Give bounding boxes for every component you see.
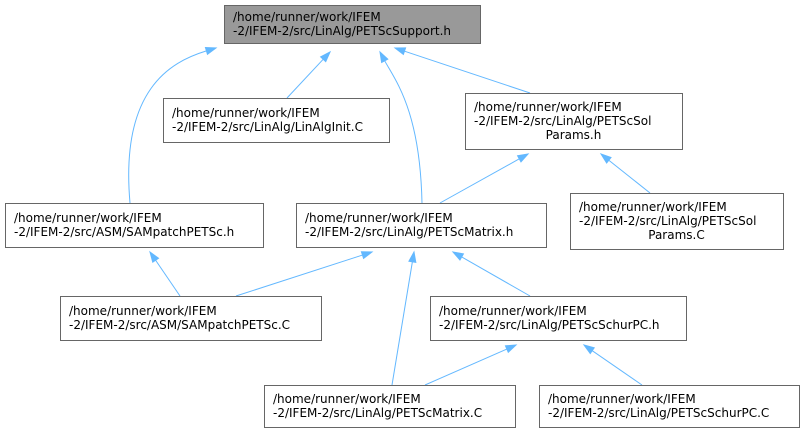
node-box[interactable] <box>570 193 784 250</box>
node-label-line: /home/runner/work/IFEM <box>474 100 622 114</box>
node-label-line: Params.h <box>546 128 602 142</box>
node-petscschurpc_c[interactable]: /home/runner/work/IFEM-2/IFEM-2/src/LinA… <box>539 385 800 428</box>
node-sampatchpetsc_h[interactable]: /home/runner/work/IFEM-2/IFEM-2/src/ASM/… <box>5 203 264 248</box>
node-box[interactable] <box>264 385 516 428</box>
arrowhead-icon <box>516 153 530 163</box>
node-label-line: /home/runner/work/IFEM <box>305 211 453 225</box>
edge-sampatchpetsc_h-to-petsc_support_h <box>128 47 218 204</box>
node-label-line: /home/runner/work/IFEM <box>14 211 162 225</box>
edge-petscmatrix_c-to-petscmatrix_h <box>391 250 417 386</box>
arrowhead-icon <box>393 47 407 56</box>
node-label-line: /home/runner/work/IFEM <box>579 200 727 214</box>
arrowhead-icon <box>360 251 374 260</box>
edge-petscmatrix_h-to-petsc_support_h <box>379 50 423 204</box>
node-label-line: /home/runner/work/IFEM <box>439 304 587 318</box>
node-linalginit_c[interactable]: /home/runner/work/IFEM-2/IFEM-2/src/LinA… <box>163 98 390 143</box>
edge-line <box>286 58 324 99</box>
node-label-line: -2/IFEM-2/src/LinAlg/PETScSchurPC.C <box>548 406 769 420</box>
node-label-line: -2/IFEM-2/src/LinAlg/PETScSupport.h <box>233 24 451 38</box>
node-label-line: -2/IFEM-2/src/LinAlg/PETScMatrix.C <box>273 406 482 420</box>
edge-line <box>461 256 531 297</box>
edge-line <box>608 159 651 194</box>
node-petscsolparams_c[interactable]: /home/runner/work/IFEM-2/IFEM-2/src/LinA… <box>570 193 784 250</box>
arrowhead-icon <box>408 250 417 264</box>
arrowhead-icon <box>149 250 160 264</box>
node-sampatchpetsc_c[interactable]: /home/runner/work/IFEM-2/IFEM-2/src/ASM/… <box>60 296 322 341</box>
edge-line <box>128 50 207 204</box>
arrowhead-icon <box>204 47 218 56</box>
nodes-layer: /home/runner/work/IFEM-2/IFEM-2/src/LinA… <box>5 5 800 428</box>
node-label-line: /home/runner/work/IFEM <box>548 392 696 406</box>
node-box[interactable] <box>5 203 264 248</box>
node-petscschurpc_h[interactable]: /home/runner/work/IFEM-2/IFEM-2/src/LinA… <box>430 296 687 341</box>
arrowhead-icon <box>451 251 465 261</box>
edge-sampatchpetsc_c-to-sampatchpetsc_h <box>149 250 181 297</box>
edges-layer <box>128 47 651 386</box>
edge-line <box>391 261 413 386</box>
node-petscmatrix_c[interactable]: /home/runner/work/IFEM-2/IFEM-2/src/LinA… <box>264 385 516 428</box>
node-label-line: -2/IFEM-2/src/LinAlg/PETScSchurPC.h <box>439 318 660 332</box>
node-box[interactable] <box>539 385 800 428</box>
edge-petscsolparams_c-to-petscsolparams_h <box>599 153 651 194</box>
arrowhead-icon <box>319 50 332 63</box>
edge-line <box>155 259 181 297</box>
arrowhead-icon <box>599 153 612 164</box>
node-label-line: -2/IFEM-2/src/ASM/SAMpatchPETSc.h <box>14 225 234 239</box>
edge-line <box>424 348 508 386</box>
node-box[interactable] <box>60 296 322 341</box>
node-petscsolparams_h[interactable]: /home/runner/work/IFEM-2/IFEM-2/src/LinA… <box>465 93 683 150</box>
node-label-line: -2/IFEM-2/src/LinAlg/PETScSol <box>579 214 756 228</box>
node-box[interactable] <box>163 98 390 143</box>
edge-line <box>591 350 643 386</box>
edge-line <box>384 60 423 204</box>
node-label-line: /home/runner/work/IFEM <box>69 304 217 318</box>
node-box[interactable] <box>465 93 683 150</box>
node-petsc_support_h[interactable]: /home/runner/work/IFEM-2/IFEM-2/src/LinA… <box>224 5 481 44</box>
arrowhead-icon <box>504 344 518 354</box>
edge-petscschurpc_c-to-petscschurpc_h <box>582 344 643 386</box>
edge-petscsolparams_h-to-petsc_support_h <box>393 47 531 94</box>
node-box[interactable] <box>296 203 547 248</box>
edge-petscschurpc_h-to-petscmatrix_h <box>451 251 531 297</box>
node-label-line: -2/IFEM-2/src/ASM/SAMpatchPETSc.C <box>69 318 290 332</box>
node-label-line: -2/IFEM-2/src/LinAlg/PETScSol <box>474 114 651 128</box>
arrowhead-icon <box>582 344 596 355</box>
edge-petscmatrix_c-to-petscschurpc_h <box>424 344 518 386</box>
edge-linalginit_c-to-petsc_support_h <box>286 50 332 99</box>
edge-line <box>404 50 531 94</box>
edge-line <box>235 254 363 297</box>
root-node-box[interactable] <box>224 5 481 44</box>
arrowhead-icon <box>379 50 389 64</box>
node-box[interactable] <box>430 296 687 341</box>
edge-line <box>439 158 520 204</box>
edge-petscmatrix_h-to-petscsolparams_h <box>439 153 530 204</box>
node-label-line: -2/IFEM-2/src/LinAlg/PETScMatrix.h <box>305 225 513 239</box>
node-petscmatrix_h[interactable]: /home/runner/work/IFEM-2/IFEM-2/src/LinA… <box>296 203 547 248</box>
node-label-line: /home/runner/work/IFEM <box>233 10 381 24</box>
node-label-line: /home/runner/work/IFEM <box>273 392 421 406</box>
node-label-line: Params.C <box>648 228 704 242</box>
edge-sampatchpetsc_c-to-petscmatrix_h <box>235 251 374 297</box>
node-label-line: /home/runner/work/IFEM <box>172 106 320 120</box>
node-label-line: -2/IFEM-2/src/LinAlg/LinAlgInit.C <box>172 120 363 134</box>
